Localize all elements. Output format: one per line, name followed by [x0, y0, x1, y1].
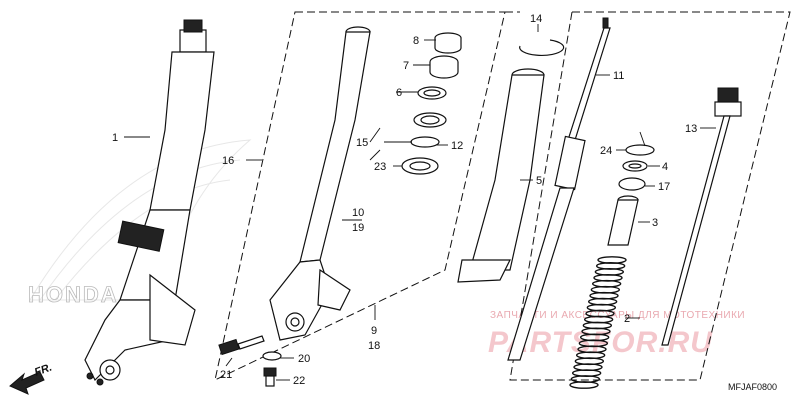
callout-5: 5 — [536, 175, 542, 187]
arrow-left-icon — [9, 371, 45, 395]
outer-tube-assembly-outline — [214, 11, 506, 381]
callout-18: 18 — [368, 340, 380, 352]
callout-19: 19 — [352, 222, 364, 234]
brand-watermark: HONDA — [28, 282, 119, 307]
callout-9: 9 — [371, 325, 377, 337]
spring-collar-nut — [622, 160, 648, 172]
fork-bolt-assembly — [661, 87, 742, 346]
spring-seat — [618, 177, 646, 191]
callout-23: 23 — [374, 161, 386, 173]
callout-6: 6 — [396, 87, 402, 99]
callouts: 1 2 3 4 5 6 7 8 9 10 11 12 13 14 15 16 1… — [112, 13, 697, 387]
callout-10: 10 — [352, 207, 364, 219]
damper-rod — [507, 17, 611, 361]
callout-4: 4 — [662, 161, 668, 173]
callout-11: 11 — [613, 70, 624, 82]
back-up-ring — [417, 86, 447, 100]
callout-15: 15 — [356, 137, 368, 149]
callout-12: 12 — [451, 140, 463, 152]
drain-bolt — [263, 367, 277, 387]
stopper-ring — [410, 136, 440, 148]
callout-2: 2 — [624, 313, 630, 325]
oil-seal — [413, 112, 447, 128]
fork-inner-tube — [457, 68, 545, 283]
socket-bolt — [218, 335, 265, 356]
fork-spring — [569, 256, 627, 389]
spring-collar — [607, 195, 639, 246]
callout-22: 22 — [293, 375, 305, 387]
leader-lines — [124, 24, 716, 381]
callout-3: 3 — [652, 217, 658, 229]
callout-24: 24 — [600, 145, 612, 157]
callout-21: 21 — [220, 369, 232, 381]
watermark-tagline: ЗАПЧАСТИ И АКСЕССУАРЫ ДЛЯ МОТОТЕХНИКИ — [490, 310, 745, 321]
callout-13: 13 — [685, 123, 697, 135]
diagram-code: MFJAF0800 — [728, 382, 777, 392]
sealing-washer — [262, 351, 282, 361]
fork-assembly-complete — [84, 19, 215, 386]
callout-7: 7 — [403, 60, 409, 72]
guide-bushing — [429, 55, 459, 79]
direction-label: FR. — [33, 361, 54, 378]
callout-16: 16 — [222, 155, 234, 167]
callout-8: 8 — [413, 35, 419, 47]
damper-assembly-outline — [509, 11, 791, 381]
dust-seal — [401, 157, 439, 175]
circlip — [519, 39, 565, 57]
front-direction-arrow: FR. — [9, 361, 54, 395]
callout-17: 17 — [658, 181, 670, 193]
callout-20: 20 — [298, 353, 310, 365]
o-ring — [625, 144, 655, 156]
callout-14: 14 — [530, 13, 542, 25]
spring-coil — [569, 381, 599, 389]
outer-tube — [269, 26, 371, 341]
slider-bushing — [434, 32, 462, 54]
callout-1: 1 — [112, 132, 118, 144]
